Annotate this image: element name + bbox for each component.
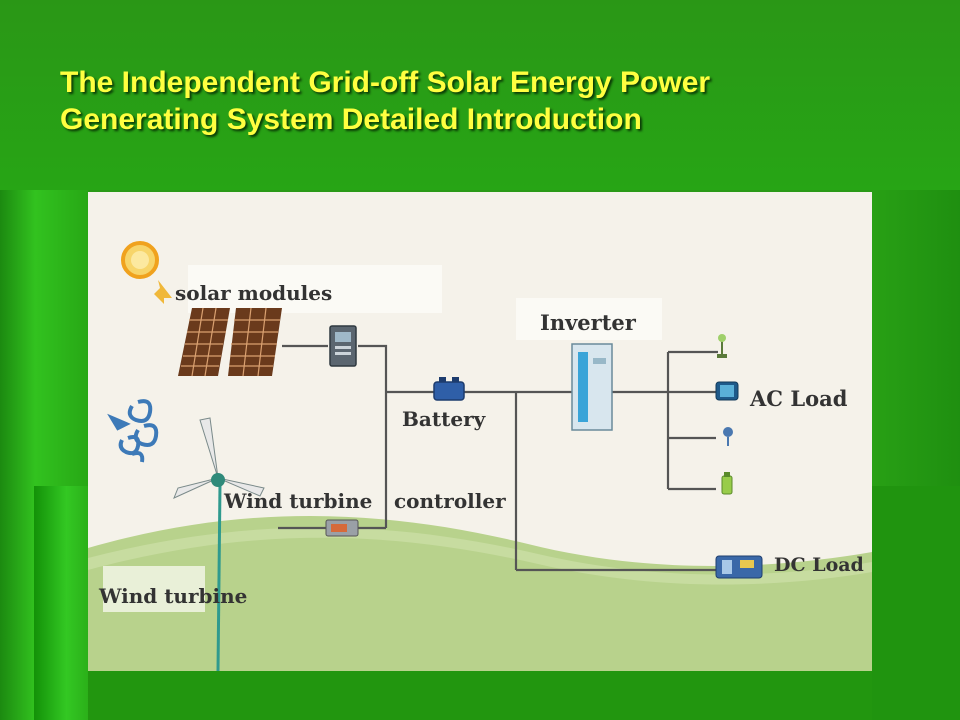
bottle-icon: [721, 472, 733, 495]
ac-load-label: AC Load: [749, 386, 848, 411]
slide-title: The Independent Grid-off Solar Energy Po…: [60, 64, 920, 138]
inverter-label: Inverter: [540, 310, 637, 335]
inverter-label-box: [516, 298, 662, 340]
wind-turbine-controller-label-right: controller: [394, 489, 506, 513]
wind-turbine-controller-label-left: Wind turbine: [223, 489, 372, 513]
system-diagram: solar modules Inverter Battery AC Load W…: [88, 192, 872, 671]
ground-hill: [88, 515, 872, 671]
solar-controller-icon: [329, 325, 357, 367]
slide-accent-right: [872, 486, 960, 720]
wind-turbine-label: Wind turbine: [98, 584, 247, 608]
inverter-icon: [571, 343, 613, 431]
dc-appliance-icon: [715, 555, 763, 579]
dc-load-label: DC Load: [774, 554, 864, 576]
ground-highlight: [88, 527, 872, 585]
wind-icon: [107, 399, 159, 463]
lamp-icon: [717, 334, 727, 358]
solar-panel-icon: [178, 307, 282, 377]
television-icon: [715, 381, 739, 401]
wind-controller-icon: [325, 519, 359, 537]
wind-turbine-icon: [173, 417, 265, 671]
slide-background-bottom: [88, 671, 872, 720]
battery-label: Battery: [402, 407, 487, 431]
slide-title-line-2: Generating System Detailed Introduction: [60, 103, 642, 136]
slide-background-top: [0, 0, 960, 190]
wind-turbine-label-box: [103, 566, 205, 612]
solar-label-box: [188, 265, 442, 313]
battery-icon: [433, 377, 465, 401]
solar-modules-label: solar modules: [175, 281, 332, 305]
sun-icon: [121, 241, 172, 304]
fan-icon: [723, 427, 733, 446]
slide-accent-left: [34, 486, 88, 720]
slide-title-line-1: The Independent Grid-off Solar Energy Po…: [60, 66, 711, 99]
wiring: [278, 344, 718, 572]
